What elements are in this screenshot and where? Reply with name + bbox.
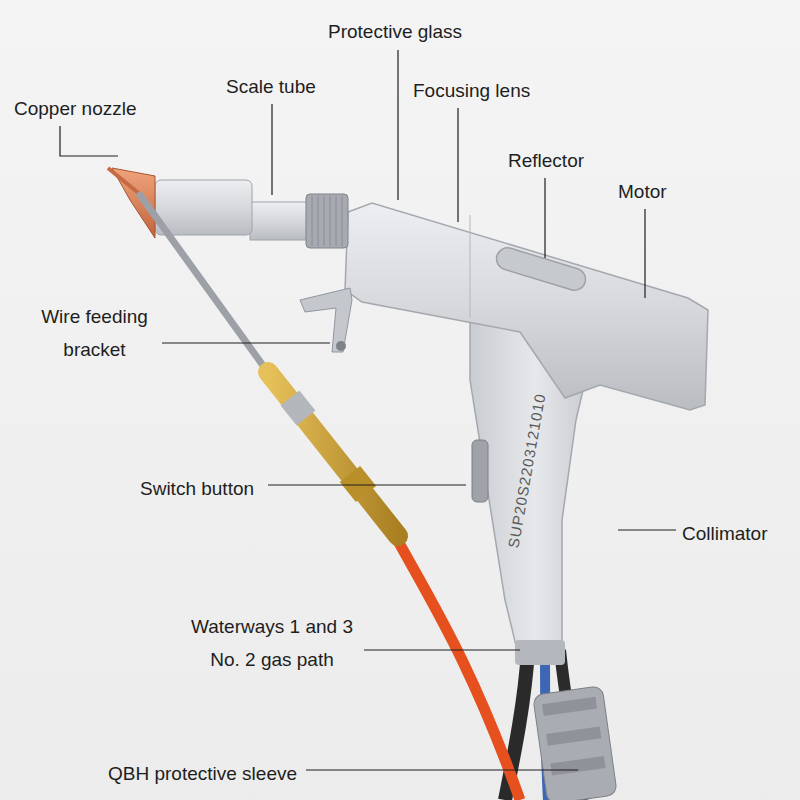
part-label: Wire feeding bracket (32, 300, 157, 367)
wire-tip (108, 168, 142, 196)
part-label: Scale tube (226, 70, 316, 103)
fitting-nut (350, 474, 366, 494)
leader-lines (60, 50, 676, 770)
part-label: Focusing lens (413, 74, 530, 107)
gun-housing (345, 203, 708, 410)
part-label: Protective glass (328, 15, 462, 48)
fitting-ring (290, 398, 306, 418)
knurl-lines (312, 196, 342, 246)
housing-slot (494, 245, 588, 293)
housing-seam (470, 215, 471, 318)
part-label: Motor (618, 175, 667, 208)
wire-tube (140, 195, 272, 378)
part-label: Reflector (508, 144, 584, 177)
brass-fitting (268, 372, 398, 536)
part-label: Collimator (682, 517, 768, 550)
knurled-nut (306, 194, 348, 248)
bracket-screw (336, 341, 346, 351)
cable-bundle (505, 650, 617, 800)
part-label: Switch button (140, 472, 254, 505)
scale-tube (250, 202, 312, 240)
nozzle-holder (155, 180, 252, 235)
part-label: Copper nozzle (14, 92, 137, 125)
switch-button (472, 440, 488, 502)
handle-cap (515, 640, 565, 665)
part-label: QBH protective sleeve (108, 757, 297, 790)
serial-number: SUP20S2203121010 (505, 391, 547, 548)
part-label: Waterways 1 and 3 No. 2 gas path (183, 610, 361, 677)
